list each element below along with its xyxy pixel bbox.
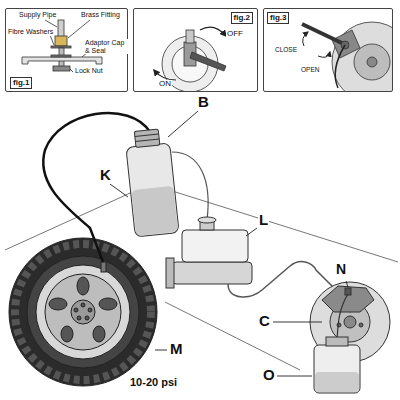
catch-bottle <box>326 337 348 346</box>
brake-disc <box>344 316 356 328</box>
leader-lines <box>110 184 128 197</box>
tyre <box>81 303 85 307</box>
adaptor-detail <box>68 20 90 38</box>
direction-label: OFF <box>226 30 244 39</box>
master-cylinder <box>166 258 174 288</box>
bleed-screw-detail <box>332 22 392 91</box>
tyre <box>85 316 89 320</box>
adaptor-detail <box>53 66 70 71</box>
adaptor-detail <box>55 36 67 46</box>
bleed-screw-detail <box>302 24 344 44</box>
tyre <box>49 298 67 310</box>
callout-letter: B <box>197 94 210 111</box>
adaptor-detail <box>58 20 64 37</box>
pressure-value: 10-20 psi <box>129 376 178 388</box>
fluid-bottle <box>135 134 159 137</box>
tyre <box>77 277 89 295</box>
leader-lines <box>277 376 312 377</box>
tyre <box>77 316 81 320</box>
bleed-screw-detail <box>318 52 330 57</box>
tyre <box>9 238 157 386</box>
adaptor-detail <box>51 55 71 57</box>
brake-disc <box>345 288 351 295</box>
leader-lines <box>110 111 348 376</box>
leader-lines <box>246 228 257 236</box>
bleed-screw-detail <box>367 57 377 67</box>
tyre <box>88 308 92 312</box>
fluid-bottle <box>124 128 179 237</box>
valve-detail <box>200 27 226 36</box>
direction-label: OPEN <box>300 66 320 73</box>
pressure-hose <box>172 152 208 220</box>
figure-panel: fig.2 <box>133 8 258 92</box>
callout-letter: N <box>335 262 347 277</box>
tyre <box>27 256 139 368</box>
brake-line <box>228 262 334 297</box>
car-body <box>165 302 300 370</box>
catch-bottle <box>314 345 360 393</box>
adaptor-detail <box>70 69 73 72</box>
figure-label: fig.1 <box>10 77 32 89</box>
fluid-bottle <box>135 139 159 142</box>
master-cylinder <box>182 230 248 262</box>
tyre <box>36 265 130 359</box>
part-label: Adaptor Cap & Seal <box>84 39 128 54</box>
adaptor-detail <box>50 35 54 45</box>
tyre <box>101 262 106 272</box>
adaptor-detail <box>22 57 102 64</box>
master-cylinder <box>166 217 252 288</box>
brake-disc <box>359 323 363 327</box>
bleed-screw-detail <box>354 44 390 80</box>
figure-label: fig.2 <box>231 12 253 24</box>
master-cylinder <box>198 217 216 223</box>
part-label: Lock Nut <box>74 67 104 75</box>
bleed-screw-detail <box>303 32 308 46</box>
catch-bottle <box>315 372 359 392</box>
tyre <box>45 274 121 350</box>
valve-detail <box>154 70 176 80</box>
valve-detail <box>154 27 226 91</box>
fluid-bottle <box>126 143 179 237</box>
car-body <box>5 184 398 370</box>
callout-letter: O <box>262 367 276 384</box>
fluid-bottle <box>131 186 178 236</box>
tyre <box>15 244 151 380</box>
leader-lines <box>273 322 322 323</box>
tyre <box>71 300 95 324</box>
catch-bottle <box>314 337 360 393</box>
valve-detail <box>190 52 226 71</box>
adaptor-detail <box>45 20 57 27</box>
master-cylinder <box>172 262 252 284</box>
tyre <box>61 326 73 342</box>
leader-lines <box>155 350 167 351</box>
callout-letter: C <box>258 313 271 330</box>
part-label: Brass Fitting <box>80 11 121 19</box>
tyre <box>9 238 157 386</box>
tyre <box>74 308 78 312</box>
tyre <box>99 298 117 310</box>
bleed-tube <box>337 294 348 340</box>
callout-letter: L <box>258 212 269 229</box>
bleed-screw-detail <box>332 30 360 58</box>
part-label: Supply Pipe <box>18 11 57 19</box>
bleed-screw-detail <box>335 45 345 88</box>
bleed-screw-detail <box>302 22 392 91</box>
callout-letter: M <box>169 341 184 358</box>
callout-letter: K <box>99 167 112 184</box>
leader-lines <box>346 281 348 287</box>
brake-disc <box>322 286 374 312</box>
tyre <box>93 326 105 342</box>
direction-label: ON <box>158 80 172 89</box>
valve-detail <box>186 30 194 43</box>
direction-label: CLOSE <box>274 46 298 53</box>
leader-lines <box>168 111 198 137</box>
part-label: Fibre Washers <box>7 28 54 36</box>
figure-label: fig.3 <box>267 12 289 24</box>
fluid-bottle <box>134 129 160 147</box>
